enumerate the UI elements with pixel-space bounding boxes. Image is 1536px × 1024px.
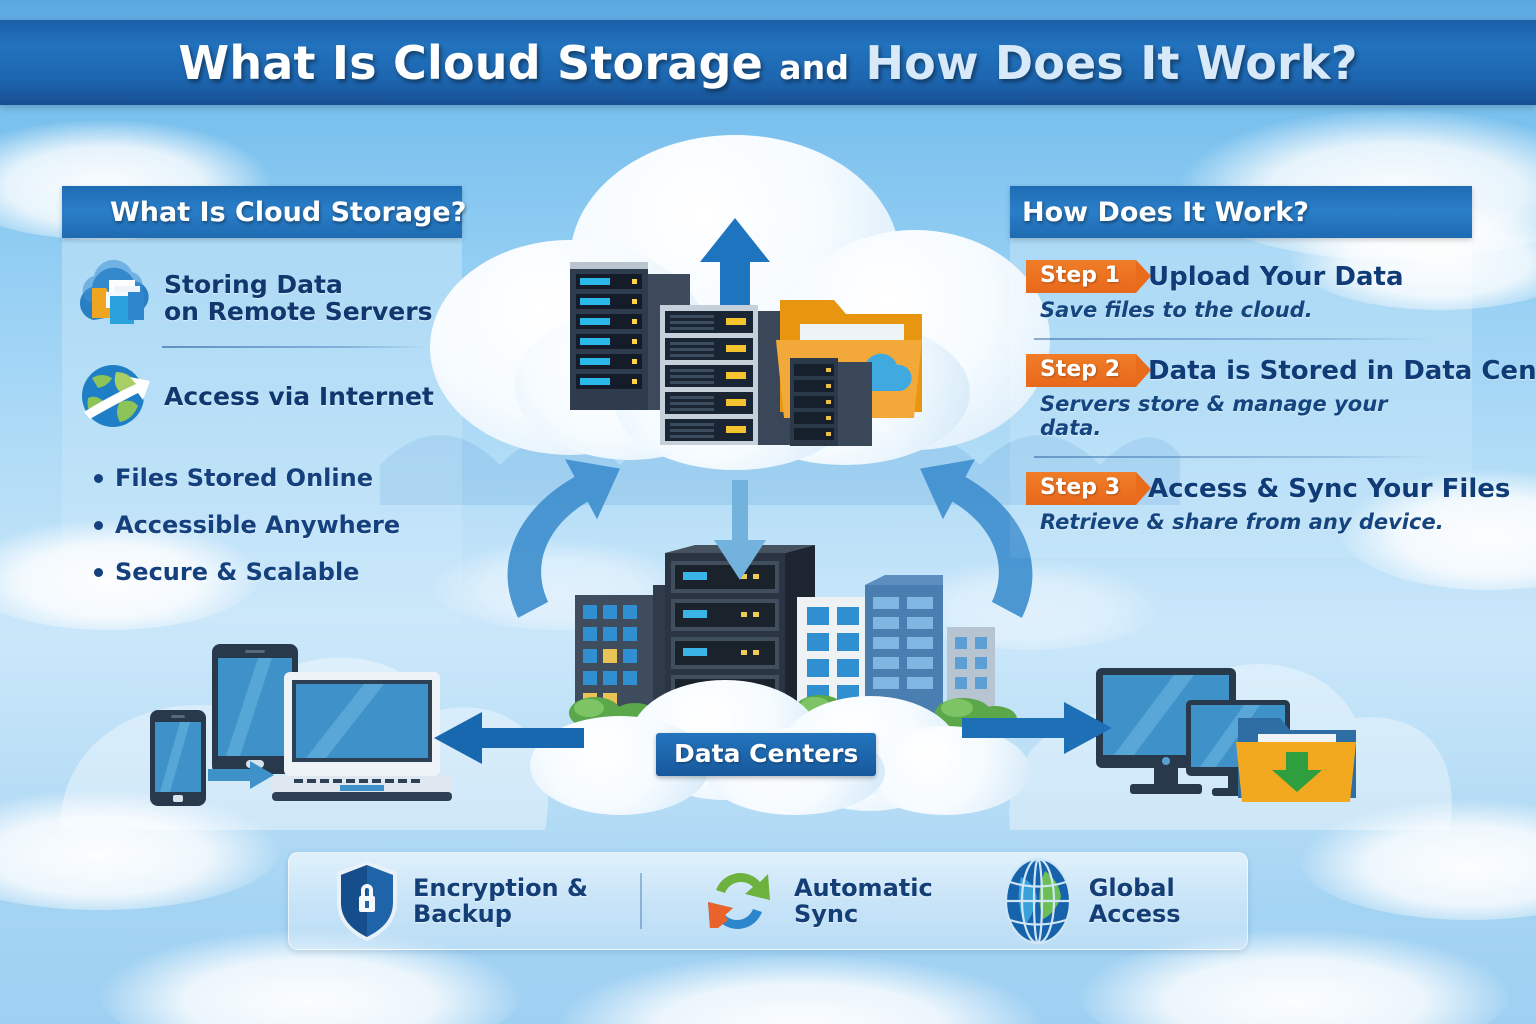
left-panel: What Is Cloud Storage? Storing Data on R… xyxy=(62,186,466,623)
device-sync-arrow-icon xyxy=(208,761,274,789)
title-conjunction: and xyxy=(779,47,850,87)
step-2: Step 2 Data is Stored in Data Centers Se… xyxy=(1020,346,1536,446)
step-3-badge: Step 3 xyxy=(1026,472,1151,505)
feature-0-line1: Storing Data xyxy=(164,270,343,299)
bullet-item-2: Secure & Scalable xyxy=(94,558,452,586)
up-arrow-icon xyxy=(700,218,770,338)
feature-encryption-backup: Encryption & Backup xyxy=(335,860,588,942)
feature-bar-1-line1: Automatic xyxy=(793,873,933,902)
bullet-dot-icon xyxy=(94,567,103,577)
feature-1-line1: Access via Internet xyxy=(164,381,434,411)
right-panel-heading: How Does It Work? xyxy=(1022,196,1309,228)
right-curved-up-arrow-icon xyxy=(920,459,1033,618)
down-arrow-icon xyxy=(714,480,766,580)
right-panel: How Does It Work? Step 1 Upload Your Dat… xyxy=(1010,186,1536,558)
bullet-item-1: Accessible Anywhere xyxy=(94,511,452,539)
laptop-icon xyxy=(272,672,452,801)
left-panel-bullet-list: Files Stored Online Accessible Anywhere … xyxy=(94,464,452,586)
feature-global-access: Global Access xyxy=(1001,857,1181,945)
server-rack-front-icon xyxy=(660,305,790,445)
globe-arrow-icon xyxy=(82,365,150,427)
right-panel-header: How Does It Work? xyxy=(1010,186,1472,238)
feature-bar-2-line1: Global xyxy=(1088,873,1175,902)
title-banner: What Is Cloud Storage and How Does It Wo… xyxy=(0,20,1536,105)
feature-bar-0-line2: Backup xyxy=(413,900,512,928)
small-server-rack-icon xyxy=(790,358,872,446)
bullet-label-1: Accessible Anywhere xyxy=(115,511,401,539)
step-3-title: Access & Sync Your Files xyxy=(1148,473,1511,504)
bullet-label-0: Files Stored Online xyxy=(115,464,373,492)
left-panel-divider-1 xyxy=(162,346,428,348)
left-panel-header: What Is Cloud Storage? xyxy=(62,186,466,238)
feature-access-via-internet: Access via Internet xyxy=(72,350,452,442)
cloud-folders-icon xyxy=(79,259,149,324)
step-3-subtitle: Retrieve & share from any device. xyxy=(1040,510,1444,534)
shield-lock-icon xyxy=(337,861,397,941)
step-1-title: Upload Your Data xyxy=(1148,261,1404,292)
step-1-subtitle: Save files to the cloud. xyxy=(1040,298,1313,322)
feature-automatic-sync: Automatic Sync xyxy=(698,860,933,942)
step-2-subtitle: Servers store & manage your data. xyxy=(1040,392,1388,440)
step-3: Step 3 Access & Sync Your Files Retrieve… xyxy=(1020,464,1510,540)
title-part1: What Is Cloud Storage xyxy=(178,35,764,90)
bullet-item-0: Files Stored Online xyxy=(94,464,452,492)
feature-bar-1-line2: Sync xyxy=(793,900,859,928)
feature-bar-separator xyxy=(639,873,642,929)
left-arrow-icon xyxy=(434,712,584,764)
right-panel-divider-2 xyxy=(1034,456,1432,458)
feature-bar: Encryption & Backup Automatic Sync xyxy=(288,852,1248,950)
download-folder-icon xyxy=(1236,718,1356,802)
tablet-icon xyxy=(212,644,298,774)
feature-storing-data: Storing Data on Remote Servers xyxy=(72,252,452,344)
step-1: Step 1 Upload Your Data Save files to th… xyxy=(1020,252,1462,328)
bullet-label-2: Secure & Scalable xyxy=(115,558,360,586)
bullet-dot-icon xyxy=(94,473,103,483)
feature-bar-0-line1: Encryption & xyxy=(413,873,588,902)
step-1-badge: Step 1 xyxy=(1026,260,1151,293)
smartphone-icon xyxy=(150,710,206,806)
sync-arrows-icon xyxy=(707,873,770,929)
feature-bar-2-line2: Access xyxy=(1088,900,1181,928)
right-panel-divider-1 xyxy=(1034,338,1432,340)
step-2-title: Data is Stored in Data Centers xyxy=(1148,355,1536,386)
data-centers-label: Data Centers xyxy=(656,733,877,776)
bullet-dot-icon xyxy=(94,520,103,530)
feature-0-line2: on Remote Servers xyxy=(164,297,433,326)
step-2-badge: Step 2 xyxy=(1026,354,1151,387)
right-arrow-icon xyxy=(962,702,1112,754)
title-part2: How Does It Work? xyxy=(865,35,1358,90)
left-curved-up-arrow-icon xyxy=(507,459,620,618)
globe-grid-icon xyxy=(1004,857,1071,945)
left-panel-heading: What Is Cloud Storage? xyxy=(110,196,467,228)
